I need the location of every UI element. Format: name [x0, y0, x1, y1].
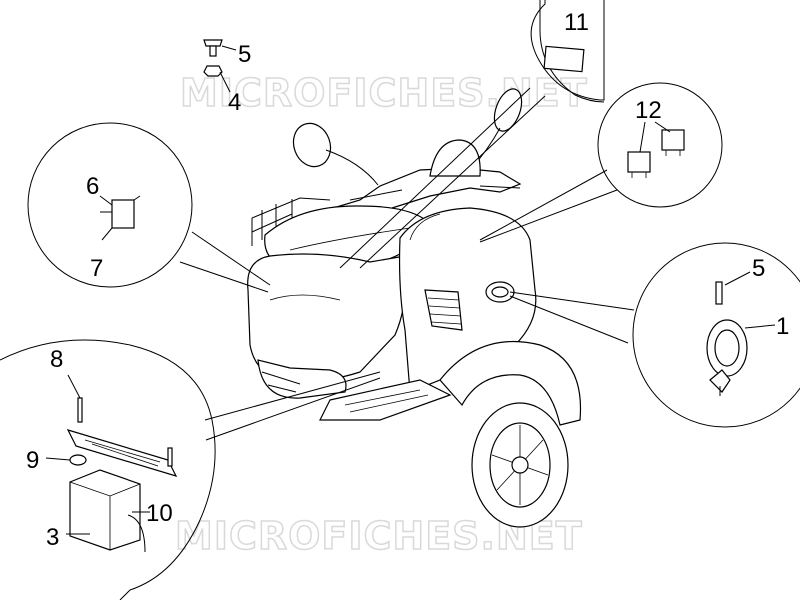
fuse-holder-part [66, 429, 178, 477]
label-4: 4 [228, 89, 241, 116]
horn-inner [714, 329, 740, 367]
leader-line-12 [479, 169, 618, 243]
horn-screw [715, 281, 723, 305]
label-5-top: 5 [238, 41, 251, 68]
battery-part [69, 469, 141, 551]
leader-4-5 [219, 45, 237, 93]
label-7: 7 [90, 255, 103, 282]
floorboard-ribs [344, 389, 429, 413]
label-9: 9 [26, 447, 39, 474]
fuse-holder-ribs [84, 439, 161, 467]
leader-line-horn [509, 291, 635, 344]
engine-vents [261, 371, 301, 393]
battery-edges [69, 481, 141, 550]
battery-cable [127, 514, 146, 553]
side-grille [424, 289, 463, 331]
screw-8b [167, 447, 173, 467]
left-mirror-stem [325, 149, 379, 186]
leader-12-parts [639, 121, 671, 153]
label-12: 12 [635, 97, 662, 124]
bolt-5a [203, 39, 223, 47]
relay-part-b [661, 129, 685, 151]
bolt-5a-shank [209, 45, 217, 57]
leader-line-11 [339, 87, 546, 269]
leg-shield-edge [409, 213, 441, 241]
headset [429, 139, 481, 177]
relay-part-a [627, 151, 651, 173]
floorboard [319, 379, 452, 421]
front-fender [439, 341, 582, 426]
label-8: 8 [50, 346, 63, 373]
grille-slats [427, 297, 462, 325]
clip-9 [69, 454, 87, 466]
screw-8 [77, 397, 83, 423]
callout-bubble-6-7 [27, 122, 271, 293]
label-6: 6 [86, 173, 99, 200]
label-3: 3 [46, 524, 59, 551]
seat-seam [289, 227, 411, 251]
callout-bubble-horn [509, 242, 800, 428]
rear-rack [251, 197, 331, 246]
rear-body [247, 253, 407, 382]
leader-1 [744, 324, 776, 329]
callout-bubble-12 [479, 82, 723, 243]
horn-bracket [709, 369, 731, 393]
rear-body-line [269, 294, 341, 301]
leader-line-battery [204, 371, 381, 441]
horn-cover-inner [491, 286, 509, 298]
callout-bubble-11 [339, 0, 605, 269]
relay-module-part [543, 45, 585, 73]
label-10: 10 [146, 500, 173, 527]
scooter-drawing [247, 88, 582, 528]
leader-6-7 [99, 195, 113, 241]
flasher-unit-part [111, 199, 135, 229]
left-brake-lever [349, 189, 403, 201]
nut-4 [203, 65, 223, 77]
leader-battery-parts [45, 374, 150, 535]
right-brake-lever [479, 185, 521, 189]
leader-line-6-7 [179, 231, 271, 293]
label-1: 1 [776, 313, 789, 340]
label-5-horn: 5 [752, 255, 765, 282]
leader-5b [724, 271, 751, 286]
callout-bubble-battery [0, 339, 381, 600]
front-hub [511, 456, 529, 474]
small-parts-4-5 [203, 39, 237, 93]
label-11: 11 [564, 9, 589, 36]
flasher-pins [100, 195, 141, 213]
left-mirror [292, 122, 332, 168]
right-mirror [493, 88, 523, 132]
relay-pins [631, 150, 681, 178]
